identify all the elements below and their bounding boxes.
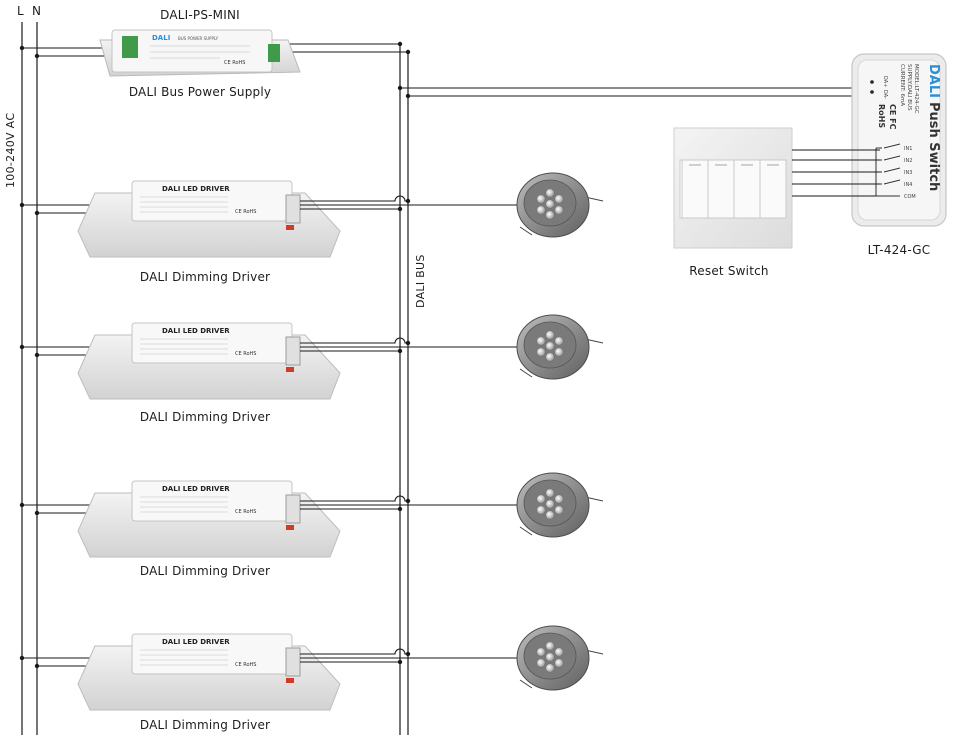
- driver-caption-1: DALI Dimming Driver: [139, 270, 271, 284]
- driver-4-certs: CE RoHS: [235, 662, 256, 668]
- driver-2-header: DALI LED DRIVER: [162, 327, 230, 335]
- push-title: Push Switch: [926, 102, 941, 191]
- dali-bus-label: DALI BUS: [414, 254, 427, 308]
- ps-certs: CE RoHS: [224, 60, 245, 66]
- driver-4-header: DALI LED DRIVER: [162, 638, 230, 646]
- driver-2-certs: CE RoHS: [235, 351, 256, 357]
- power-supply-device: DALI BUS POWER SUPPLY CE RoHS: [99, 29, 301, 77]
- downlight-4: [516, 625, 604, 691]
- downlight-1: [516, 172, 604, 238]
- driver-row-1: DALI LED DRIVER CE RoHS: [19, 172, 604, 258]
- power-supply-title: DALI-PS-MINI: [160, 8, 240, 22]
- reset-key-2: [707, 159, 735, 219]
- driver-1-certs: CE RoHS: [235, 209, 256, 215]
- push-input-3: IN3: [904, 170, 912, 176]
- power-supply-wires: [22, 43, 855, 97]
- reset-key-3: [733, 159, 761, 219]
- reset-key-4: [759, 159, 787, 219]
- driver-caption-2: DALI Dimming Driver: [139, 410, 271, 424]
- push-switch-device: DALI Push Switch MODEL:LT-424-GC SUPPLY:…: [851, 53, 947, 227]
- push-input-2: IN2: [904, 158, 912, 164]
- push-switch-caption: LT-424-GC: [867, 243, 931, 257]
- driver-1-header: DALI LED DRIVER: [162, 185, 230, 193]
- push-cert-ce: CE FC: [888, 104, 897, 130]
- driver-caption-3: DALI Dimming Driver: [139, 564, 271, 578]
- push-supply: SUPPLY:DALI BUS: [906, 64, 912, 111]
- mains-wires: [21, 22, 38, 735]
- driver-row-4: DALI LED DRIVER CE RoHS: [19, 625, 604, 711]
- driver-row-3: DALI LED DRIVER CE RoHS: [19, 472, 604, 558]
- push-brand: DALI: [926, 64, 941, 98]
- reset-to-push-wires: [792, 149, 880, 197]
- push-input-4: IN4: [904, 182, 912, 188]
- reset-switch-device: [673, 127, 793, 249]
- ps-brand: DALI: [152, 34, 170, 42]
- push-current: CURRENT: 6mA: [899, 64, 905, 106]
- driver-3-header: DALI LED DRIVER: [162, 485, 230, 493]
- reset-key-1: [681, 159, 709, 219]
- push-input-1: IN1: [904, 146, 912, 152]
- driver-3-terminal: [285, 494, 301, 524]
- driver-4-terminal: [285, 647, 301, 677]
- ps-header: BUS POWER SUPPLY: [178, 36, 219, 41]
- driver-1-bus-line-1: [300, 195, 408, 202]
- power-supply-caption: DALI Bus Power Supply: [128, 85, 272, 99]
- driver-3-certs: CE RoHS: [235, 509, 256, 515]
- driver-4-bus-line-1: [300, 648, 408, 655]
- push-input-com: COM: [904, 194, 916, 200]
- driver-1-terminal: [285, 194, 301, 224]
- downlight-3: [516, 472, 604, 538]
- live-label: L: [17, 4, 24, 18]
- voltage-label: 100-240V AC: [4, 112, 17, 188]
- push-da-plus: DA+: [882, 76, 888, 87]
- driver-2-terminal: [285, 336, 301, 366]
- push-da-minus: DA-: [882, 90, 888, 99]
- driver-3-bus-line-1: [300, 495, 408, 502]
- downlight-2: [516, 314, 604, 380]
- reset-switch-caption: Reset Switch: [689, 264, 769, 278]
- driver-2-bus-line-1: [300, 337, 408, 344]
- push-model: MODEL:LT-424-GC: [913, 64, 919, 114]
- driver-row-2: DALI LED DRIVER CE RoHS: [19, 314, 604, 400]
- driver-caption-4: DALI Dimming Driver: [139, 718, 271, 732]
- neutral-label: N: [32, 4, 42, 18]
- driver-rows: DALI LED DRIVER CE RoHS DALI LED DRIVER CE …: [19, 172, 604, 711]
- push-cert-rohs: RoHS: [877, 104, 886, 128]
- dali-bus-wires: [399, 44, 409, 735]
